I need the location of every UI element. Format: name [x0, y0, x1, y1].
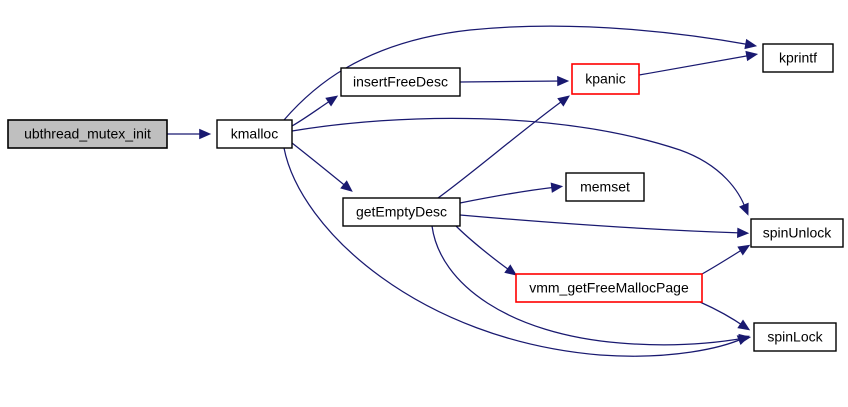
edge-vmm_getFreeMallocPage-to-spinLock [699, 301, 751, 331]
arrowhead-icon [737, 244, 751, 256]
node-box[interactable] [753, 322, 837, 352]
arrowhead-icon [325, 95, 339, 107]
arrowhead-icon [557, 95, 570, 107]
edge-kmalloc-to-spinUnlock [291, 117, 749, 216]
arrowhead-icon [550, 182, 564, 193]
edge-line [701, 247, 746, 275]
node-box[interactable] [565, 172, 645, 202]
edge-kmalloc-to-insertFreeDesc [291, 95, 339, 127]
edge-getEmptyDesc-to-memset [459, 182, 564, 204]
node-box[interactable] [342, 197, 461, 227]
arrowhead-icon [738, 333, 752, 345]
node-box[interactable] [216, 119, 293, 149]
edge-line [459, 214, 744, 234]
edge-line [459, 80, 564, 83]
edge-kmalloc-to-spinLock [283, 147, 750, 357]
edge-getEmptyDesc-to-spinLock [431, 225, 752, 346]
edge-vmm_getFreeMallocPage-to-spinUnlock [701, 244, 751, 275]
node-box[interactable] [750, 218, 844, 248]
edge-line [455, 225, 513, 273]
edge-line [638, 54, 753, 76]
node-box[interactable] [340, 67, 461, 97]
edge-line [283, 25, 752, 121]
node-box[interactable] [515, 273, 703, 303]
arrowhead-icon [737, 319, 751, 331]
node-spinUnlock[interactable]: spinUnlock [750, 218, 844, 248]
edge-insertFreeDesc-to-kpanic [459, 75, 570, 87]
node-memset[interactable]: memset [565, 172, 645, 202]
edge-line [699, 301, 746, 328]
node-insertFreeDesc[interactable]: insertFreeDesc [340, 67, 461, 97]
edge-kmalloc-to-kprintf [283, 25, 758, 121]
node-getEmptyDesc[interactable]: getEmptyDesc [342, 197, 461, 227]
edge-getEmptyDesc-to-vmm_getFreeMallocPage [455, 225, 518, 276]
edge-line [291, 117, 747, 211]
node-kpanic[interactable]: kpanic [571, 63, 640, 95]
arrowhead-icon [745, 50, 759, 62]
edge-line [291, 142, 349, 189]
arrowhead-icon [557, 75, 570, 87]
arrowhead-icon [739, 202, 749, 216]
edge-getEmptyDesc-to-kpanic [437, 95, 570, 199]
node-box[interactable] [571, 63, 640, 95]
edge-line [431, 225, 746, 346]
node-ubthread_mutex_init[interactable]: ubthread_mutex_init [7, 119, 168, 149]
arrowhead-icon [340, 180, 353, 192]
node-vmm_getFreeMallocPage[interactable]: vmm_getFreeMallocPage [515, 273, 703, 303]
node-spinLock[interactable]: spinLock [753, 322, 837, 352]
edge-getEmptyDesc-to-spinUnlock [459, 214, 750, 238]
arrowhead-icon [737, 227, 750, 238]
edge-line [291, 98, 334, 127]
edges-layer [167, 25, 759, 357]
edge-line [283, 147, 745, 357]
edge-line [459, 186, 558, 204]
edge-ubthread_mutex_init-to-kmalloc [167, 128, 212, 140]
arrowhead-icon [744, 38, 758, 50]
node-box[interactable] [7, 119, 168, 149]
arrowhead-icon [199, 128, 212, 140]
node-kprintf[interactable]: kprintf [762, 43, 834, 73]
edge-line [437, 98, 566, 199]
node-kmalloc[interactable]: kmalloc [216, 119, 293, 149]
arrowhead-icon [504, 264, 518, 276]
node-box[interactable] [762, 43, 834, 73]
edge-kpanic-to-kprintf [638, 50, 759, 76]
edge-kmalloc-to-getEmptyDesc [291, 142, 353, 192]
